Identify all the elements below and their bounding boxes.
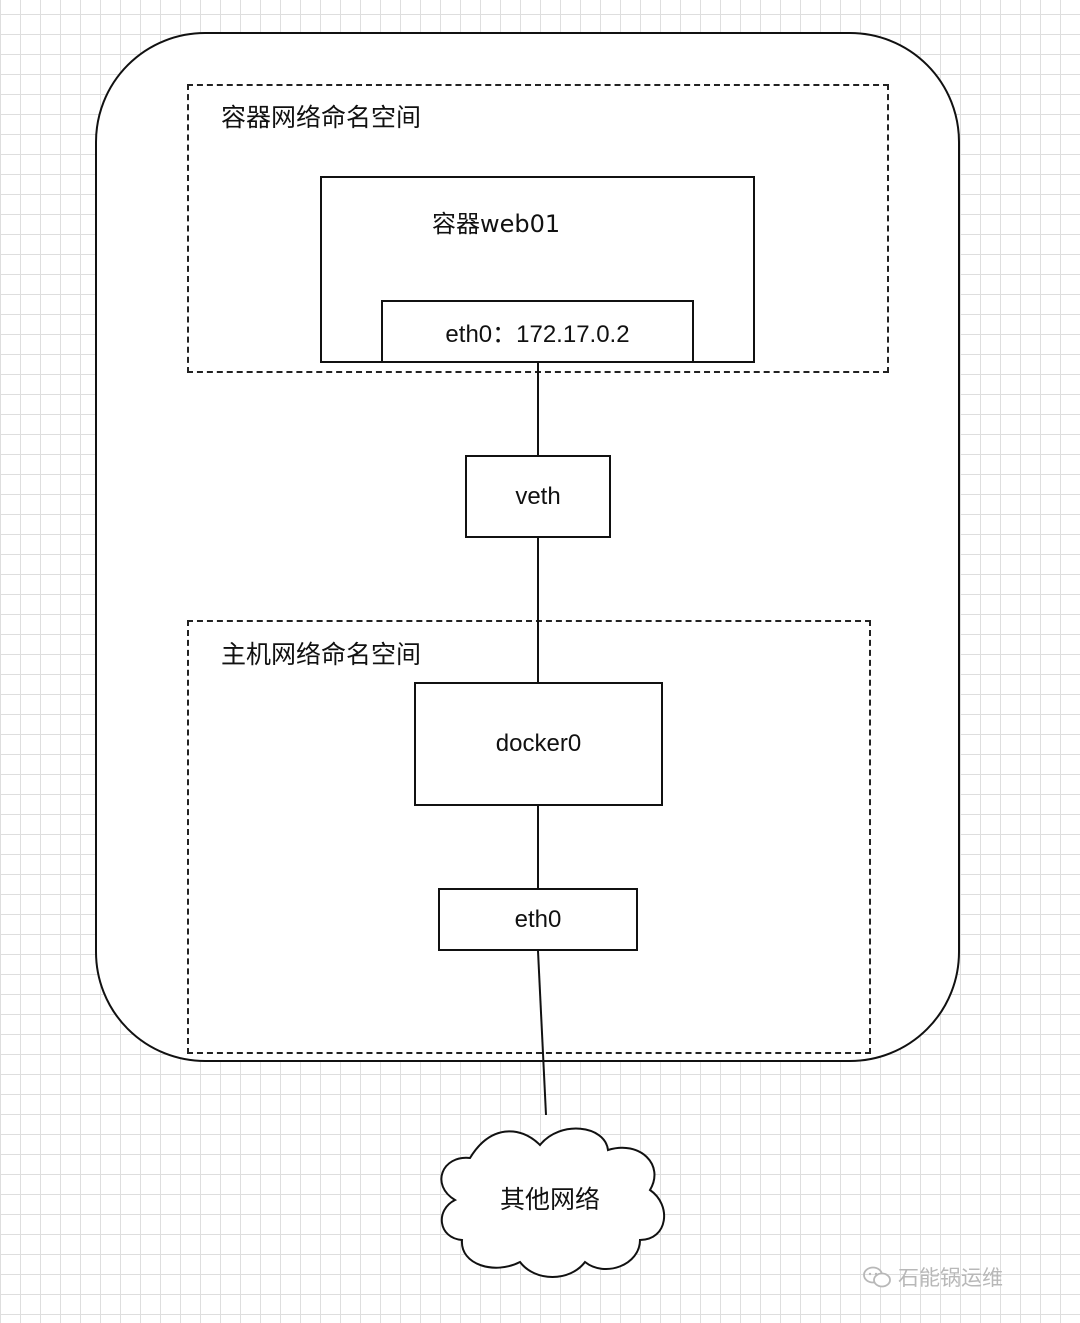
host-namespace-label: 主机网络命名空间 [221, 640, 422, 669]
host-namespace-box [187, 620, 871, 1054]
container-eth0-interface: eth0：172.17.0.2 [381, 300, 694, 363]
watermark-text: 石能锅运维 [898, 1266, 1003, 1290]
host-eth0-label: eth0 [514, 905, 562, 933]
veth-box: veth [465, 455, 611, 538]
docker0-bridge-box: docker0 [414, 682, 663, 806]
host-eth0-interface: eth0 [438, 888, 638, 951]
wechat-icon [862, 1265, 892, 1289]
container-eth0-label: eth0：172.17.0.2 [445, 321, 630, 348]
watermark: 石能锅运维 [862, 1262, 1003, 1292]
container-namespace-label: 容器网络命名空间 [221, 103, 422, 132]
external-network-label: 其他网络 [499, 1185, 600, 1214]
veth-label: veth [515, 482, 561, 510]
container-web01-title: 容器web01 [432, 210, 561, 238]
docker0-label: docker0 [495, 730, 582, 757]
